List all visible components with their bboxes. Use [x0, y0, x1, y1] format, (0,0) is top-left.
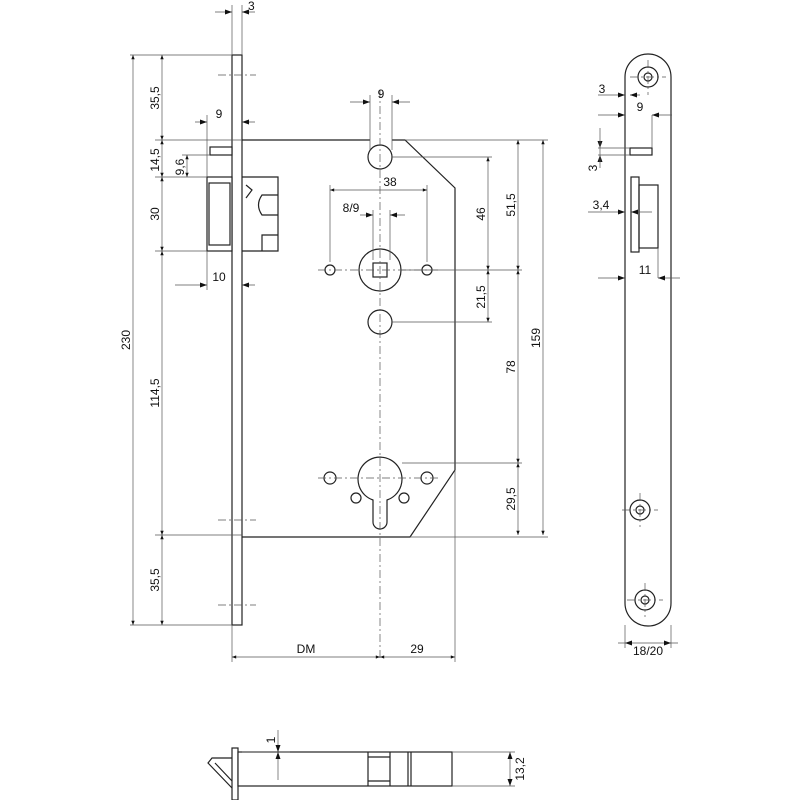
dim-top-hole: 9 — [378, 87, 385, 101]
dim-mid-length: 114,5 — [148, 378, 162, 407]
faceplate — [231, 54, 243, 626]
dim-case-height: 159 — [529, 328, 543, 348]
dim-deadbolt-height: 9,6 — [173, 158, 187, 175]
dim-latch-throw: 10 — [212, 270, 226, 284]
dim-total-height: 230 — [119, 330, 133, 350]
screw-hole — [398, 492, 410, 504]
side-dim-width: 18/20 — [633, 644, 663, 658]
side-dim-a: 3 — [599, 82, 606, 96]
faceplate-side — [624, 53, 672, 627]
dim-case-top-to-spindle: 51,5 — [504, 193, 518, 217]
dim-plate-thickness: 3 — [248, 0, 255, 13]
deadbolt-opening — [629, 147, 653, 156]
bottom-dim-depth: 13,2 — [513, 757, 527, 781]
dim-deadbolt-throw: 9 — [216, 107, 223, 121]
latch-mechanism — [242, 176, 279, 252]
latch-opening — [630, 176, 640, 253]
dim-latch-height: 30 — [148, 207, 162, 221]
dim-spindle-to-hole: 21,5 — [474, 285, 488, 309]
faceplate-bottom — [231, 747, 239, 800]
front-view: 3 230 35,5 14,5 9,6 30 114,5 35,5 9 10 9… — [119, 0, 548, 662]
dim-spindle: 8/9 — [343, 201, 360, 215]
dim-spindle-to-cylinder: 78 — [504, 360, 518, 374]
dim-cylinder-to-bottom: 29,5 — [504, 487, 518, 511]
side-view: 3 9 3 3,4 11 18/20 — [586, 53, 680, 658]
screw-hole — [350, 492, 362, 504]
dim-screw-spacing: 38 — [383, 175, 397, 189]
lock-case — [242, 139, 456, 538]
dim-case-offset: 29 — [410, 642, 424, 656]
side-dim-e: 11 — [639, 263, 652, 277]
dim-bottom-to-case: 35,5 — [148, 568, 162, 592]
dim-deadbolt-offset: 14,5 — [148, 148, 162, 172]
latch-bolt-bottom — [207, 757, 233, 789]
cylinder-profile — [357, 456, 403, 530]
side-dim-c: 3 — [586, 164, 600, 171]
dim-top-to-case: 35,5 — [148, 86, 162, 110]
bottom-dim-plate: 1 — [264, 736, 278, 743]
side-dim-d: 3,4 — [593, 198, 610, 212]
bottom-view: 1 13,2 — [207, 730, 527, 800]
deadbolt — [209, 146, 233, 156]
side-dim-b: 9 — [637, 100, 644, 114]
dim-hole-to-spindle: 46 — [474, 207, 488, 221]
dim-backset: DM — [297, 642, 316, 656]
latch-bolt — [206, 176, 233, 252]
case-bottom — [237, 751, 453, 787]
